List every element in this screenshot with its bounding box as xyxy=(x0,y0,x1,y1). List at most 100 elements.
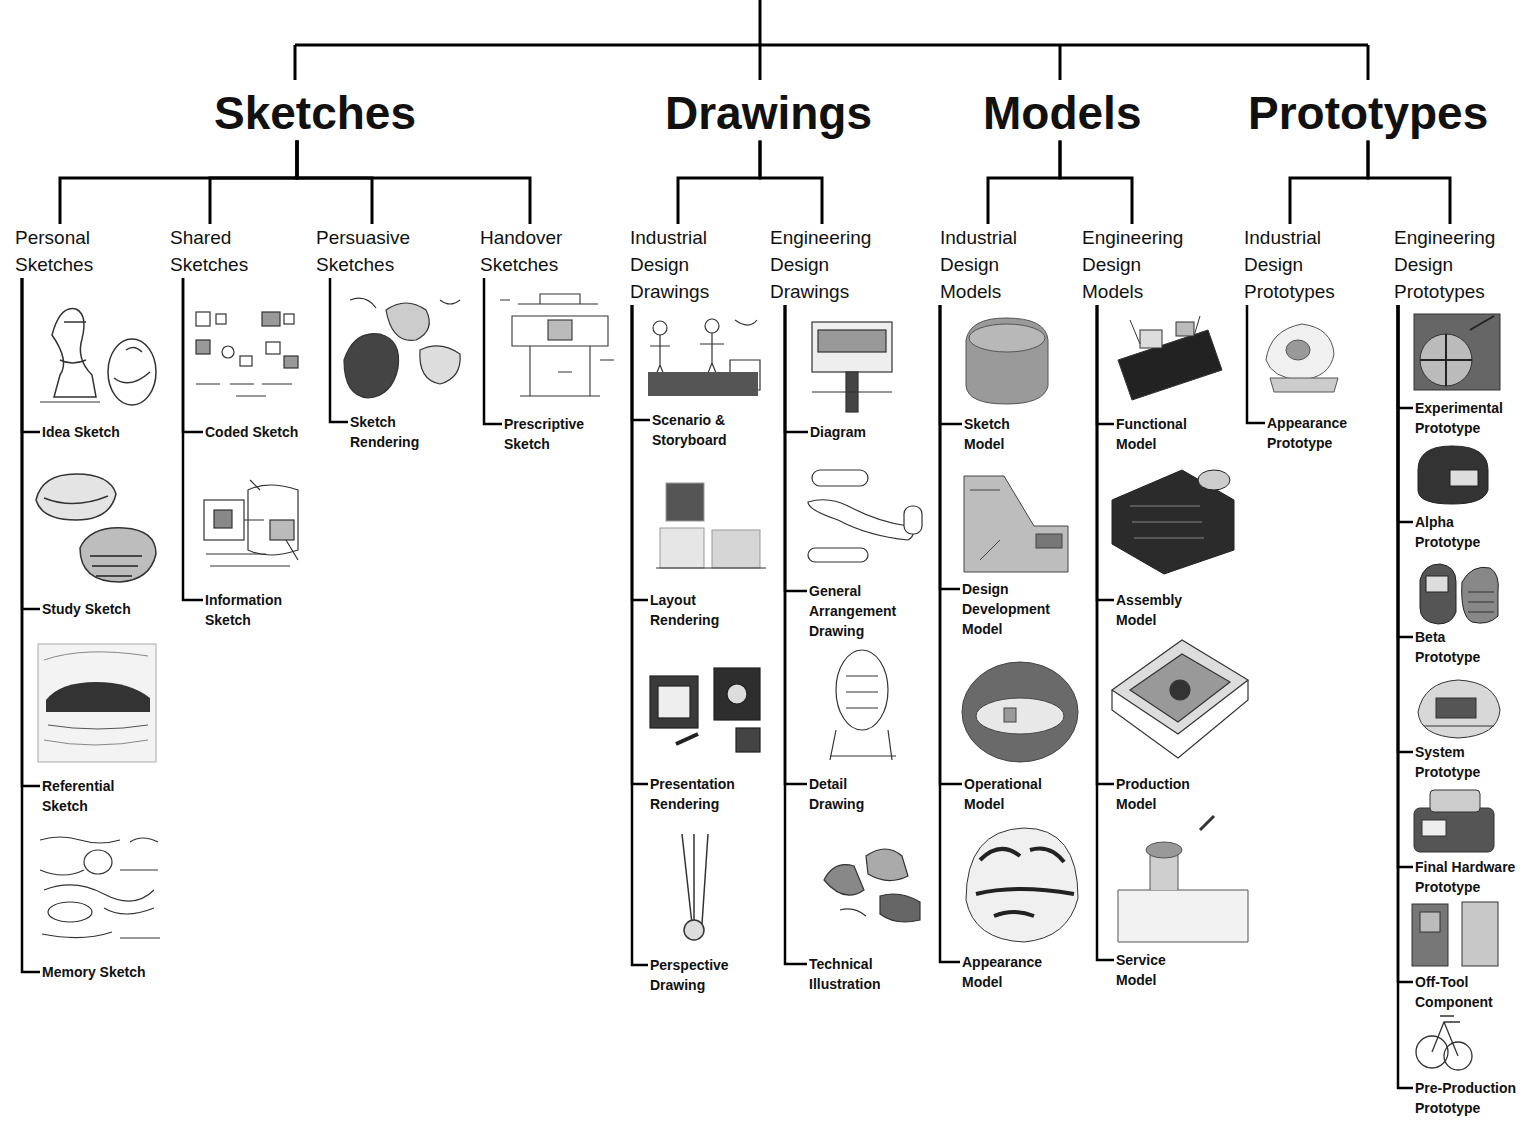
node-text: Persuasive Sketches xyxy=(316,224,410,278)
assembly-model-picture-part xyxy=(1112,470,1234,574)
subcategory-heading: Shared Sketches xyxy=(168,224,250,278)
referential-sketch-picture-part xyxy=(38,644,156,762)
coded-sketch-picture-part xyxy=(216,314,226,324)
node-text: Engineering Design Prototypes xyxy=(1394,224,1495,305)
appearance-prototype-picture xyxy=(1266,324,1338,392)
node-text: Industrial Design Prototypes xyxy=(1244,224,1335,305)
category-heading: Prototypes xyxy=(1244,86,1492,141)
off-tool-component-picture-part xyxy=(1462,902,1498,966)
node-text: Final Hardware Prototype xyxy=(1415,857,1529,897)
beta-prototype-picture-part xyxy=(1426,576,1448,592)
node-text: Presentation Rendering xyxy=(650,774,751,814)
layout-rendering-picture-part xyxy=(660,528,704,568)
appearance-model-picture-part xyxy=(966,828,1078,942)
off-tool-component-picture-part xyxy=(1420,912,1440,932)
node-text: Idea Sketch xyxy=(42,422,120,442)
category-heading: Sketches xyxy=(210,86,420,141)
tree-connector xyxy=(940,305,962,784)
idea-sketch-picture-part xyxy=(114,347,150,382)
representation-label: General Arrangement Drawing xyxy=(807,581,917,641)
tree-connector xyxy=(632,305,648,600)
node-text: Handover Sketches xyxy=(480,224,562,278)
scenario-storyboard-picture-part xyxy=(648,372,758,396)
system-prototype-picture-part xyxy=(1418,680,1500,738)
node-text: Off-Tool Component xyxy=(1415,972,1496,1012)
detail-drawing-picture xyxy=(830,650,896,760)
alpha-prototype-picture xyxy=(1418,446,1488,504)
node-text: Diagram xyxy=(810,422,866,442)
representation-label: Scenario & Storyboard xyxy=(650,410,745,450)
tree-connector xyxy=(1398,305,1413,752)
operational-model-picture-part xyxy=(976,698,1064,734)
operational-model-picture xyxy=(962,662,1078,762)
assembly-model-picture xyxy=(1112,470,1234,574)
presentation-rendering-picture-part xyxy=(727,684,747,704)
representation-label: Pre-Production Prototype xyxy=(1413,1078,1528,1118)
tree-connector xyxy=(1097,305,1114,784)
information-sketch-picture-part xyxy=(270,520,294,540)
node-text: Pre-Production Prototype xyxy=(1415,1078,1526,1118)
tree-connector xyxy=(632,305,648,965)
tree-connector xyxy=(210,141,297,224)
information-sketch-picture-part xyxy=(214,510,232,528)
information-sketch-picture-part xyxy=(206,480,298,566)
study-sketch-picture xyxy=(36,474,156,582)
memory-sketch-picture-part xyxy=(84,850,112,874)
beta-prototype-picture xyxy=(1420,564,1498,624)
prescriptive-sketch-picture-part xyxy=(548,320,572,340)
service-model-picture xyxy=(1118,816,1248,942)
representation-label: Appearance Prototype xyxy=(1265,413,1360,453)
presentation-rendering-picture-part xyxy=(658,686,690,718)
final-hardware-prototype-picture-part xyxy=(1414,808,1494,852)
tree-connector xyxy=(22,278,40,609)
subcategory-heading: Industrial Design Models xyxy=(938,224,1019,305)
node-text: Study Sketch xyxy=(42,599,131,619)
final-hardware-prototype-picture-part xyxy=(1430,790,1480,812)
coded-sketch-picture-part xyxy=(284,356,298,368)
general-arrangement-picture-part xyxy=(808,500,913,540)
alpha-prototype-picture-part xyxy=(1418,446,1488,504)
service-model-picture-part xyxy=(1146,842,1182,858)
general-arrangement-picture xyxy=(808,470,922,562)
appearance-prototype-picture-part xyxy=(1270,378,1338,392)
node-text: Memory Sketch xyxy=(42,962,145,982)
node-text: General Arrangement Drawing xyxy=(809,581,915,641)
tree-connector xyxy=(632,305,648,784)
service-model-picture-part xyxy=(1200,816,1214,830)
coded-sketch-picture xyxy=(196,312,298,396)
node-text: Coded Sketch xyxy=(205,422,298,442)
representation-label: Idea Sketch xyxy=(40,422,122,442)
referential-sketch-picture xyxy=(38,644,156,762)
subcategory-heading: Industrial Design Drawings xyxy=(628,224,711,305)
subcategory-heading: Engineering Design Models xyxy=(1080,224,1185,305)
assembly-model-picture-part xyxy=(1198,470,1230,490)
technical-illustration-picture-part xyxy=(866,849,908,881)
tree-connector xyxy=(1060,141,1132,224)
study-sketch-picture-part xyxy=(80,528,156,582)
production-model-picture-part xyxy=(1112,680,1248,758)
tree-connector xyxy=(1290,141,1368,224)
sketch-model-picture-part xyxy=(966,318,1048,404)
node-text: Scenario & Storyboard xyxy=(652,410,743,450)
representation-label: Beta Prototype xyxy=(1413,627,1493,667)
node-text: Experimental Prototype xyxy=(1415,398,1521,438)
node-text: Appearance Model xyxy=(962,952,1053,992)
representation-label: Prescriptive Sketch xyxy=(502,414,602,454)
system-prototype-picture-part xyxy=(1436,698,1476,718)
diagram-picture-part xyxy=(818,330,886,352)
tree-connector xyxy=(183,278,203,600)
subcategory-heading: Engineering Design Drawings xyxy=(768,224,873,305)
tree-connector xyxy=(632,305,650,420)
subcategory-heading: Engineering Design Prototypes xyxy=(1392,224,1497,305)
node-text: Functional Model xyxy=(1116,414,1202,454)
service-model-picture-part xyxy=(1118,890,1248,942)
representation-label: Technical Illustration xyxy=(807,954,907,994)
functional-model-picture-part xyxy=(1118,330,1222,400)
presentation-rendering-picture-part xyxy=(736,728,760,752)
top-bracket-part xyxy=(295,0,1368,80)
node-text: Beta Prototype xyxy=(1415,627,1491,667)
node-text: Prototypes xyxy=(1248,88,1488,139)
idea-sketch-picture-part xyxy=(40,401,100,403)
presentation-rendering-picture-part xyxy=(650,676,698,728)
